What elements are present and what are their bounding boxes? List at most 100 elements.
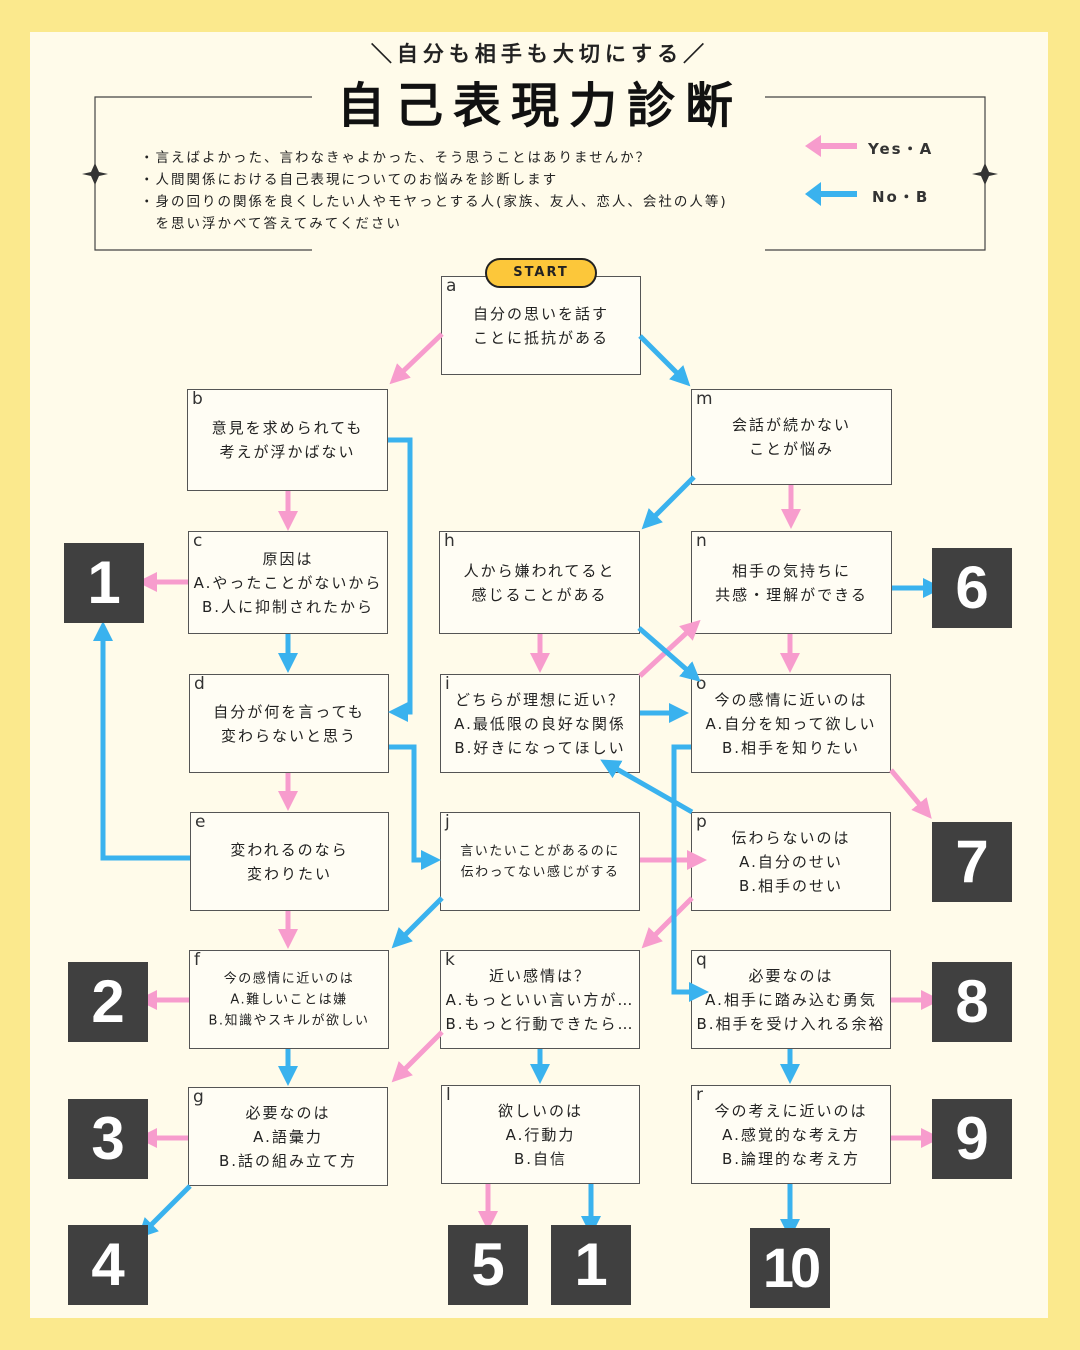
node-r-text: 今の考えに近いのは A.感覚的な考え方 B.論理的な考え方: [692, 1099, 890, 1171]
node-r-line: 今の考えに近いのは: [714, 1101, 868, 1120]
node-i-line: どちらが理想に近い？: [454, 690, 625, 709]
node-a-line: ことに抵抗がある: [472, 328, 609, 347]
node-l-text: 欲しいのは A.行動力 B.自信: [442, 1099, 639, 1171]
node-p-line: A.自分のせい: [739, 852, 843, 871]
intro-line-2: ・人間関係における自己表現についてのお悩みを診断します: [140, 172, 559, 188]
node-l-line: B.自信: [513, 1149, 568, 1168]
node-g-line: B.話の組み立て方: [218, 1151, 358, 1170]
node-h-line: 人から嫌われてると: [463, 561, 616, 580]
node-b-id: b: [192, 389, 203, 409]
node-b-line: 考えが浮かばない: [219, 443, 356, 461]
start-badge: START: [485, 258, 597, 288]
node-e: e 変われるのなら変わりたい: [190, 812, 389, 911]
node-p-id: p: [696, 812, 707, 832]
node-j-id: j: [445, 812, 450, 832]
node-d: d 自分が何を言っても変わらないと思う: [189, 674, 389, 773]
node-c-id: c: [193, 531, 203, 551]
node-r: r 今の考えに近いのは A.感覚的な考え方 B.論理的な考え方: [691, 1085, 891, 1184]
node-e-line: 変われるのなら: [230, 840, 349, 859]
node-p-line: 伝わらないのは: [731, 828, 851, 847]
node-g-text: 必要なのは A.語彙力 B.話の組み立て方: [189, 1101, 387, 1173]
node-m-id: m: [696, 389, 713, 409]
result-box-9: 9: [932, 1099, 1012, 1179]
result-box-1: 1: [64, 543, 144, 623]
node-i-line: B.好きになってほしい: [454, 738, 626, 757]
node-b: b 意見を求められても考えが浮かばない: [187, 389, 388, 491]
node-d-line: 変わらないと思う: [220, 726, 357, 745]
node-m: m 会話が続かないことが悩み: [691, 389, 892, 485]
node-j-text: 言いたいことがあるのに伝わってない感じがする: [441, 841, 639, 883]
node-e-text: 変われるのなら変わりたい: [191, 838, 388, 886]
node-h-text: 人から嫌われてると感じることがある: [440, 559, 639, 607]
node-l-line: 欲しいのは: [497, 1101, 583, 1120]
node-m-text: 会話が続かないことが悩み: [692, 413, 891, 461]
node-h-id: h: [444, 531, 455, 551]
node-r-line: A.感覚的な考え方: [722, 1125, 860, 1144]
node-h-line: 感じることがある: [471, 585, 608, 604]
node-a-text: 自分の思いを話すことに抵抗がある: [442, 302, 640, 350]
node-q-line: A.相手に踏み込む勇気: [705, 990, 877, 1009]
result-box-10: 10: [750, 1228, 830, 1308]
node-d-text: 自分が何を言っても変わらないと思う: [190, 700, 388, 748]
node-r-line: B.論理的な考え方: [721, 1149, 861, 1168]
node-b-text: 意見を求められても考えが浮かばない: [188, 416, 387, 464]
result-box-6: 6: [932, 548, 1012, 628]
legend-no-arrow-icon: [805, 182, 857, 206]
result-box-2: 2: [68, 962, 148, 1042]
node-e-line: 変わりたい: [246, 864, 332, 883]
node-d-line: 自分が何を言っても: [213, 702, 365, 721]
node-l-line: A.行動力: [505, 1125, 576, 1144]
node-n-line: 相手の気持ちに: [731, 561, 851, 580]
intro-line-3: ・身の回りの関係を良くしたい人やモヤっとする人(家族、友人、恋人、会社の人等): [140, 194, 728, 210]
node-k-line: 近い感情は？: [488, 966, 591, 985]
node-h: h 人から嫌われてると感じることがある: [439, 531, 640, 634]
node-k-line: A.もっといい言い方が…: [445, 990, 635, 1009]
node-i-line: A.最低限の良好な関係: [454, 714, 626, 733]
node-m-line: ことが悩み: [748, 440, 834, 458]
result-box-4: 4: [68, 1225, 148, 1305]
intro-line-1: ・言えばよかった、言わなきゃよかった、そう思うことはありませんか？: [140, 150, 652, 166]
node-g-line: A.語彙力: [253, 1127, 323, 1146]
intro-line-4: を思い浮かべて答えてみてください: [140, 216, 402, 232]
subtitle: ＼自分も相手も大切にする／: [370, 42, 710, 66]
node-i-id: i: [445, 674, 450, 694]
node-q-line: B.相手を受け入れる余裕: [696, 1014, 886, 1033]
node-o-line: B.相手を知りたい: [721, 738, 861, 757]
node-o-line: A.自分を知って欲しい: [705, 714, 877, 733]
node-j-line: 伝わってない感じがする: [460, 864, 620, 880]
node-c-line: 原因は: [262, 549, 314, 568]
page-title: 自己表現力診断: [336, 78, 743, 134]
node-q-id: q: [696, 950, 707, 970]
node-r-id: r: [696, 1085, 703, 1105]
node-i-text: どちらが理想に近い？ A.最低限の良好な関係 B.好きになってほしい: [441, 688, 639, 760]
node-c-line: A.やったことがないから: [193, 573, 383, 592]
node-m-line: 会話が続かない: [731, 416, 851, 434]
node-e-id: e: [195, 812, 206, 832]
node-j: j 言いたいことがあるのに伝わってない感じがする: [440, 812, 640, 911]
node-d-id: d: [194, 674, 205, 694]
node-g-line: 必要なのは: [245, 1103, 331, 1122]
node-j-line: 言いたいことがあるのに: [460, 843, 620, 859]
node-f-line: A.難しいことは嫌: [230, 992, 348, 1007]
result-box-5: 5: [448, 1225, 528, 1305]
node-k-line: B.もっと行動できたら…: [445, 1014, 635, 1033]
legend-yes-label: Yes・A: [868, 140, 934, 158]
node-n-line: 共感・理解ができる: [715, 585, 868, 604]
legend-yes-arrow-icon: [805, 135, 857, 157]
